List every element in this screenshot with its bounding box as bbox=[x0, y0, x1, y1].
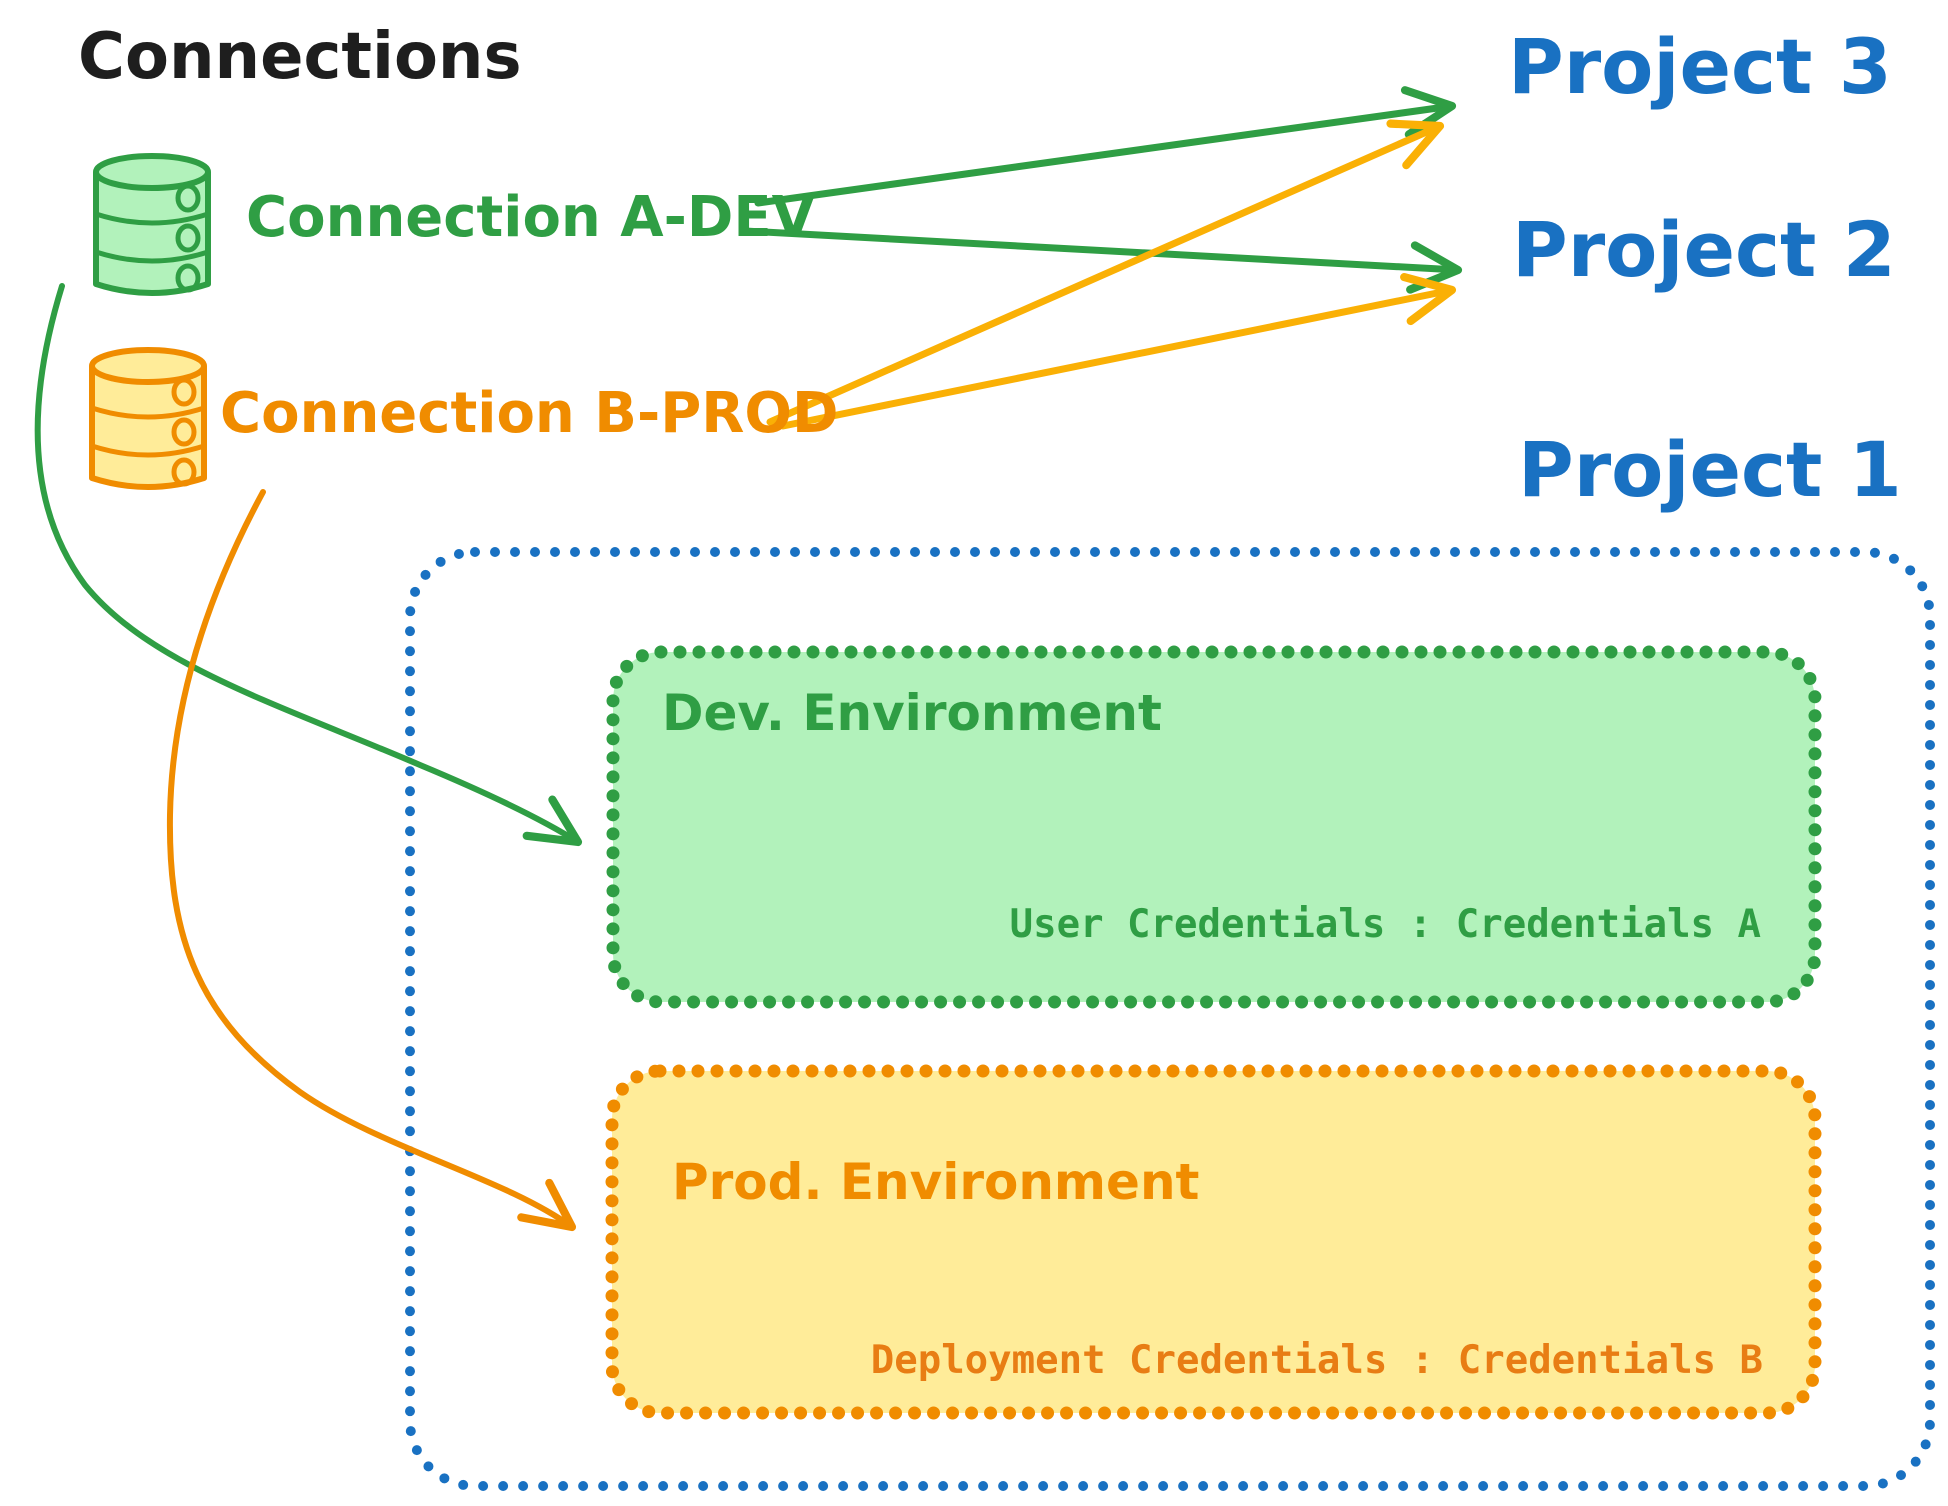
arrow-b-prod-to-project2 bbox=[779, 273, 1457, 430]
prod-environment-box bbox=[605, 1064, 1822, 1420]
arrow-b-prod-to-project3 bbox=[766, 119, 1445, 426]
project-2-label: Project 2 bbox=[1512, 205, 1896, 294]
dev-environment-title: Dev. Environment bbox=[662, 684, 1162, 742]
connection-a-dev-label: Connection A-DEV bbox=[246, 185, 815, 250]
prod-environment-title: Prod. Environment bbox=[672, 1153, 1200, 1211]
dev-credentials-text: User Credentials : Credentials A bbox=[1009, 902, 1761, 947]
connection-b-prod-label: Connection B-PROD bbox=[220, 381, 839, 446]
diagram-title: Connections bbox=[78, 20, 522, 94]
project1-container-border bbox=[405, 547, 1935, 1491]
arrow-a-dev-to-project3 bbox=[754, 86, 1457, 207]
arrow-b-prod-to-prod-environment bbox=[166, 489, 577, 1232]
database-icon-a-dev bbox=[93, 153, 211, 296]
project-3-label: Project 3 bbox=[1508, 22, 1892, 111]
prod-credentials-text: Deployment Credentials : Credentials B bbox=[870, 1338, 1763, 1383]
project-1-label: Project 1 bbox=[1518, 425, 1902, 514]
arrow-a-dev-to-project2 bbox=[741, 227, 1463, 294]
arrow-a-dev-to-dev-environment bbox=[34, 283, 583, 847]
dev-environment-box bbox=[606, 645, 1822, 1009]
database-icon-b-prod bbox=[89, 347, 207, 490]
